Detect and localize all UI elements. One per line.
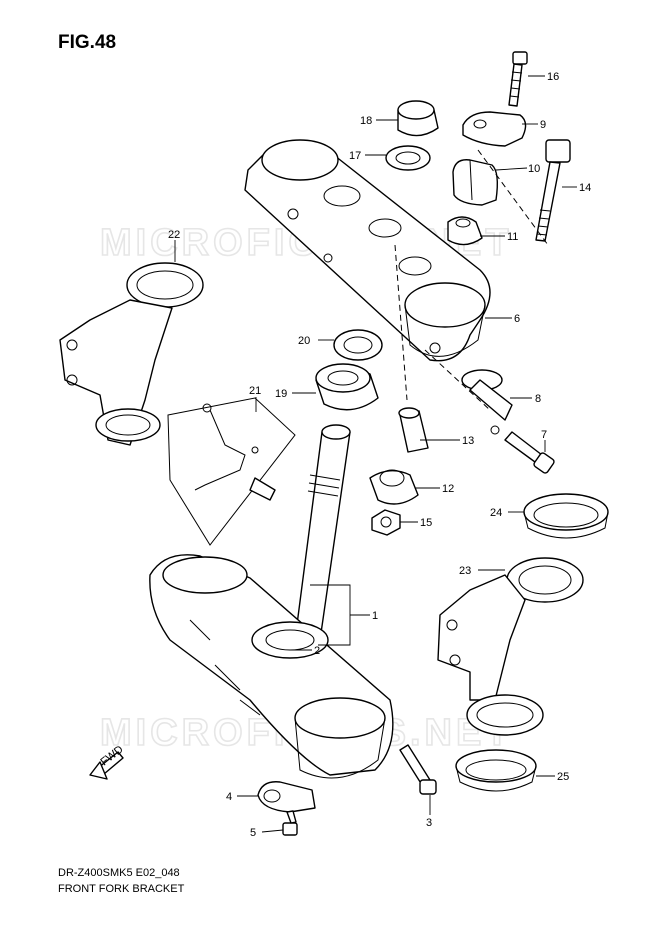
callout-21: 21 xyxy=(249,385,261,397)
callout-24: 24 xyxy=(490,507,502,519)
callout-9: 9 xyxy=(540,119,546,131)
clamp-8 xyxy=(461,369,513,435)
callout-5: 5 xyxy=(250,827,256,839)
bolt-16 xyxy=(508,51,528,107)
callout-6: 6 xyxy=(514,313,520,325)
callout-19: 19 xyxy=(275,388,287,400)
callout-20: 20 xyxy=(298,335,310,347)
bolt-14 xyxy=(535,139,571,242)
callout-10: 10 xyxy=(528,163,540,175)
callout-labels: 16 9 10 14 18 17 11 22 6 20 19 21 8 7 13… xyxy=(168,71,591,839)
callout-3: 3 xyxy=(426,817,432,829)
callout-11: 11 xyxy=(507,231,518,243)
lower-bracket-stem xyxy=(149,424,394,779)
seal-24 xyxy=(523,493,609,539)
nut-20 xyxy=(333,329,383,361)
callout-8: 8 xyxy=(535,393,541,405)
callout-23: 23 xyxy=(459,565,471,577)
cap-18 xyxy=(397,100,439,137)
harness-set-21 xyxy=(167,397,296,546)
bolt-5 xyxy=(282,810,298,836)
holder-9 xyxy=(462,111,527,147)
callout-1: 1 xyxy=(372,610,378,622)
axis-line-side xyxy=(424,349,491,411)
lamp-bracket-23 xyxy=(437,557,584,736)
bolt-7 xyxy=(504,431,555,474)
model-code: DR-Z400SMK5 E02_048 xyxy=(58,867,180,879)
diagram-name: FRONT FORK BRACKET xyxy=(58,883,185,895)
callout-12: 12 xyxy=(442,483,454,495)
nut-11 xyxy=(447,216,483,246)
bearing-12 xyxy=(369,469,419,505)
clamp-4 xyxy=(257,781,316,813)
callout-22: 22 xyxy=(168,229,180,241)
damper-10 xyxy=(452,159,499,206)
callout-15: 15 xyxy=(420,517,432,529)
callout-4: 4 xyxy=(226,791,232,803)
nut-15 xyxy=(371,509,401,536)
seal-25 xyxy=(455,749,537,792)
axis-line-center xyxy=(394,244,408,401)
callout-7: 7 xyxy=(541,429,547,441)
callout-18: 18 xyxy=(360,115,372,127)
callout-2: 2 xyxy=(314,645,320,657)
callout-25: 25 xyxy=(557,771,569,783)
lamp-bracket-22 xyxy=(59,262,204,446)
callout-17: 17 xyxy=(349,150,361,162)
bolt-3 xyxy=(399,744,437,795)
upper-bracket xyxy=(244,139,491,362)
callout-14: 14 xyxy=(579,182,591,194)
leader-lines xyxy=(174,75,577,833)
bearing-19 xyxy=(315,363,379,411)
washer-17 xyxy=(385,145,431,171)
callout-13: 13 xyxy=(462,435,474,447)
spacer-13 xyxy=(398,407,429,453)
callout-16: 16 xyxy=(547,71,559,83)
figure-title: FIG.48 xyxy=(58,32,117,53)
